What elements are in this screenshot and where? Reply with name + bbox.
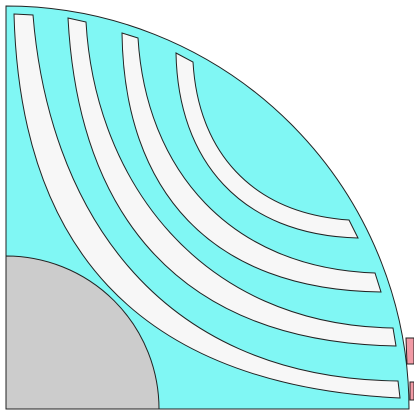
shaft <box>5 255 160 410</box>
stator-tooth-fragment <box>405 337 414 365</box>
stator-tooth-fragment <box>409 381 414 401</box>
flux-barrier-1 <box>13 13 401 399</box>
flux-barrier-3 <box>121 32 382 293</box>
flux-barrier-2 <box>67 17 397 347</box>
flux-barrier-4 <box>175 52 359 239</box>
